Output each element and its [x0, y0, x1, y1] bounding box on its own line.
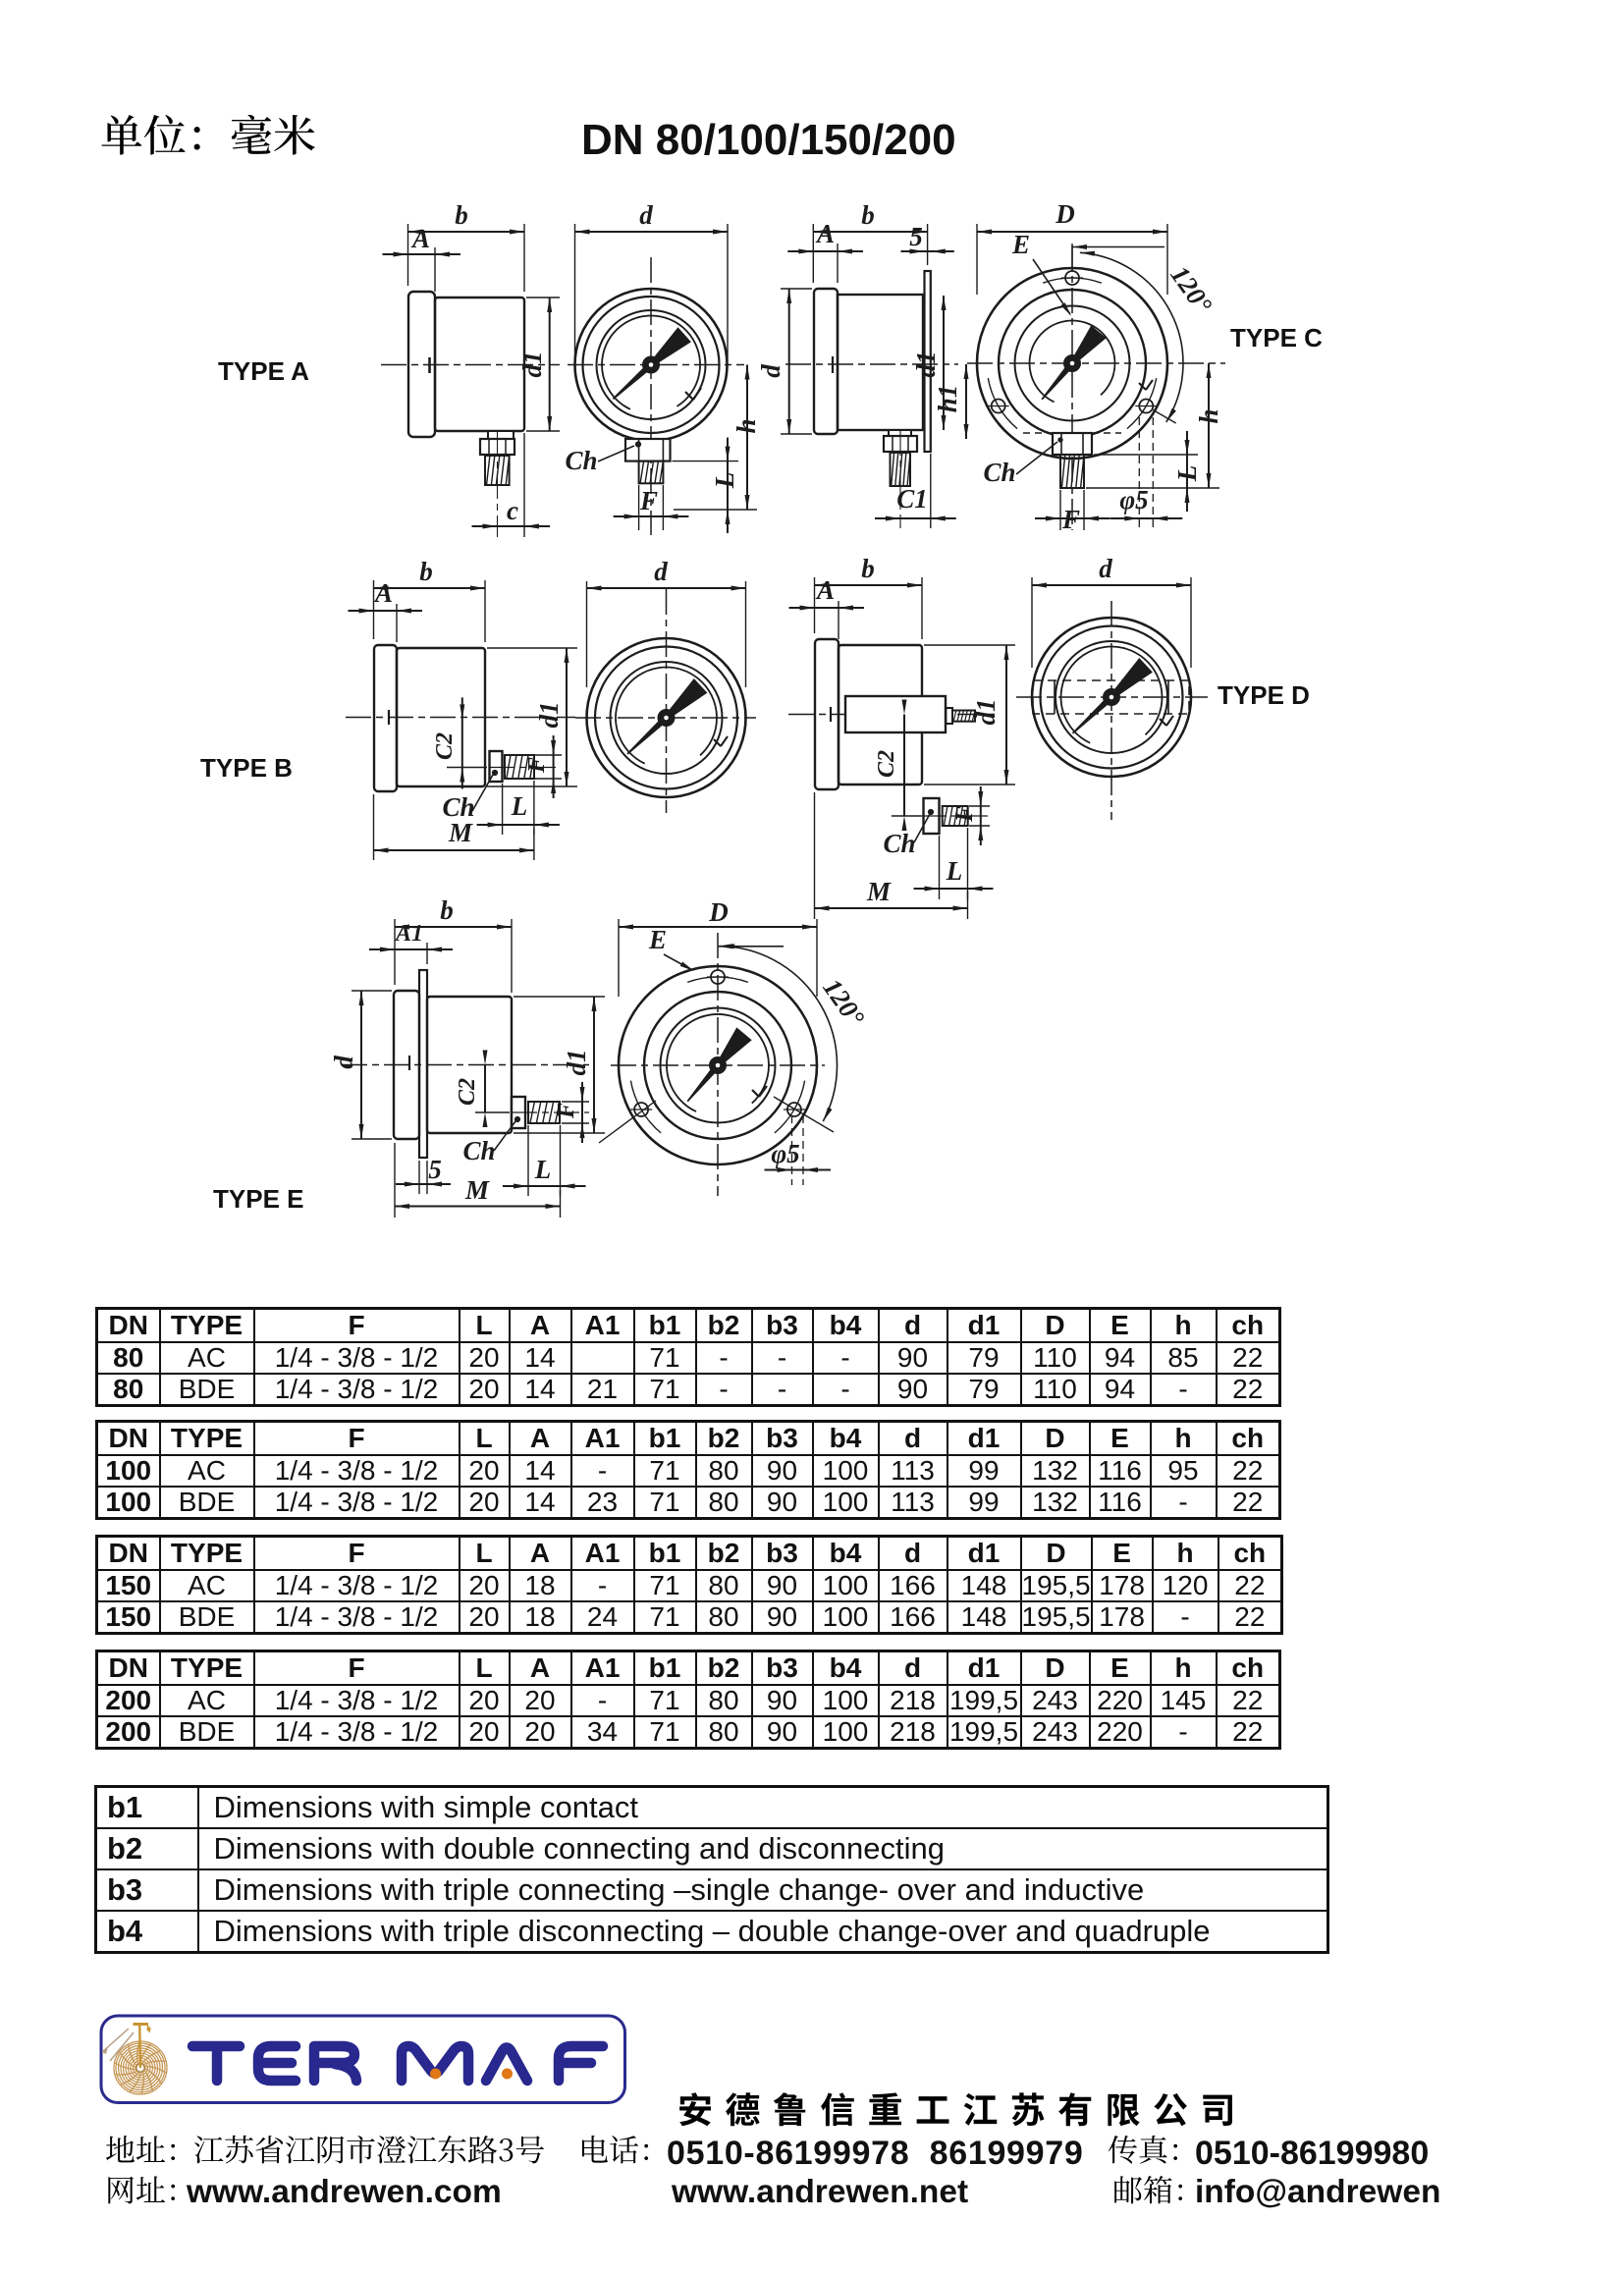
svg-text:C2: C2: [874, 750, 899, 778]
svg-text:Ch: Ch: [983, 458, 1015, 487]
svg-text:A: A: [410, 224, 430, 253]
svg-text:5: 5: [428, 1155, 442, 1184]
svg-text:d1: d1: [517, 352, 547, 378]
svg-text:L: L: [511, 791, 528, 821]
svg-text:M: M: [464, 1175, 490, 1205]
svg-text:M: M: [448, 818, 473, 847]
svg-text:c: c: [507, 496, 518, 525]
svg-text:C1: C1: [896, 484, 928, 514]
svg-text:d1: d1: [562, 1050, 591, 1076]
svg-text:A: A: [815, 219, 835, 248]
svg-text:C2: C2: [455, 1078, 480, 1106]
svg-text:E: E: [648, 925, 667, 954]
svg-text:d1: d1: [971, 699, 1001, 726]
svg-text:b: b: [419, 557, 433, 586]
svg-text:M: M: [866, 877, 892, 906]
svg-text:b: b: [440, 895, 454, 925]
svg-text:F: F: [524, 757, 550, 774]
svg-text:Ch: Ch: [442, 792, 474, 822]
svg-text:d: d: [756, 364, 785, 378]
svg-text:Ch: Ch: [462, 1136, 495, 1165]
svg-text:D: D: [708, 897, 729, 927]
svg-text:A: A: [373, 578, 393, 608]
svg-text:b: b: [861, 554, 875, 583]
svg-text:d: d: [654, 557, 668, 586]
svg-text:d1: d1: [534, 702, 564, 729]
svg-text:120°: 120°: [1164, 260, 1218, 318]
svg-text:A1: A1: [394, 921, 423, 947]
svg-text:d1: d1: [911, 352, 941, 378]
svg-text:L: L: [1172, 465, 1202, 483]
svg-text:φ5: φ5: [771, 1139, 799, 1168]
svg-text:5: 5: [909, 222, 923, 251]
svg-text:Ch: Ch: [565, 446, 597, 475]
svg-text:L: L: [710, 472, 739, 490]
svg-text:E: E: [1011, 230, 1030, 259]
svg-text:A: A: [815, 575, 835, 605]
svg-text:F: F: [554, 1103, 579, 1119]
svg-text:L: L: [534, 1155, 552, 1184]
svg-text:h: h: [1194, 408, 1223, 423]
svg-text:120°: 120°: [817, 973, 870, 1031]
svg-text:d: d: [1099, 554, 1112, 583]
svg-text:b: b: [861, 200, 875, 230]
svg-text:D: D: [1055, 199, 1075, 229]
svg-text:φ5: φ5: [1119, 485, 1148, 514]
svg-text:b: b: [455, 200, 468, 230]
svg-text:L: L: [946, 856, 963, 886]
svg-text:C2: C2: [432, 732, 458, 760]
svg-text:d: d: [639, 200, 653, 230]
svg-text:h: h: [731, 418, 761, 433]
svg-text:h1: h1: [933, 385, 962, 413]
svg-text:Ch: Ch: [883, 829, 915, 858]
svg-text:F: F: [1061, 505, 1080, 534]
svg-text:F: F: [639, 486, 658, 515]
svg-text:F: F: [952, 806, 978, 823]
svg-text:d: d: [329, 1056, 358, 1069]
